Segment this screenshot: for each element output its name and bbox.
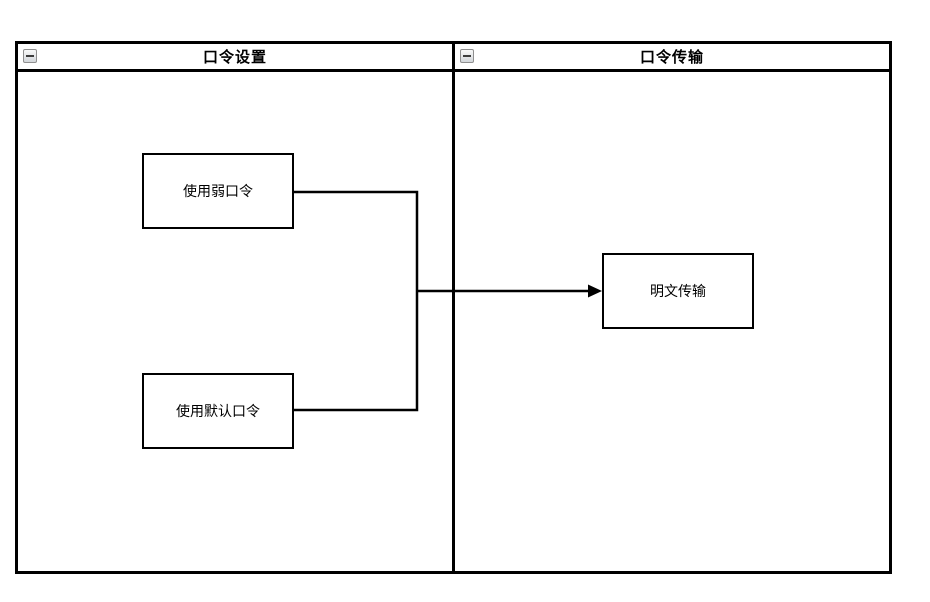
collapse-button[interactable] [460,49,474,63]
node-label: 使用默认口令 [176,404,260,420]
node-default-password[interactable]: 使用默认口令 [142,373,294,449]
lane-password-setting-header: 口令设置 [18,44,452,72]
node-label: 使用弱口令 [183,184,253,200]
node-label: 明文传输 [650,284,706,300]
minus-icon [463,55,471,57]
lane-password-transmission: 口令传输 [455,44,889,571]
lane-title: 口令传输 [639,48,704,66]
node-weak-password[interactable]: 使用弱口令 [142,153,294,229]
collapse-button[interactable] [23,49,37,63]
pool-container: 口令设置 口令传输 [15,41,892,574]
minus-icon [26,55,34,57]
lane-title: 口令设置 [202,48,267,66]
node-plaintext-transmission[interactable]: 明文传输 [602,253,754,329]
lane-password-transmission-header: 口令传输 [455,44,889,72]
lane-password-setting: 口令设置 [18,44,455,571]
